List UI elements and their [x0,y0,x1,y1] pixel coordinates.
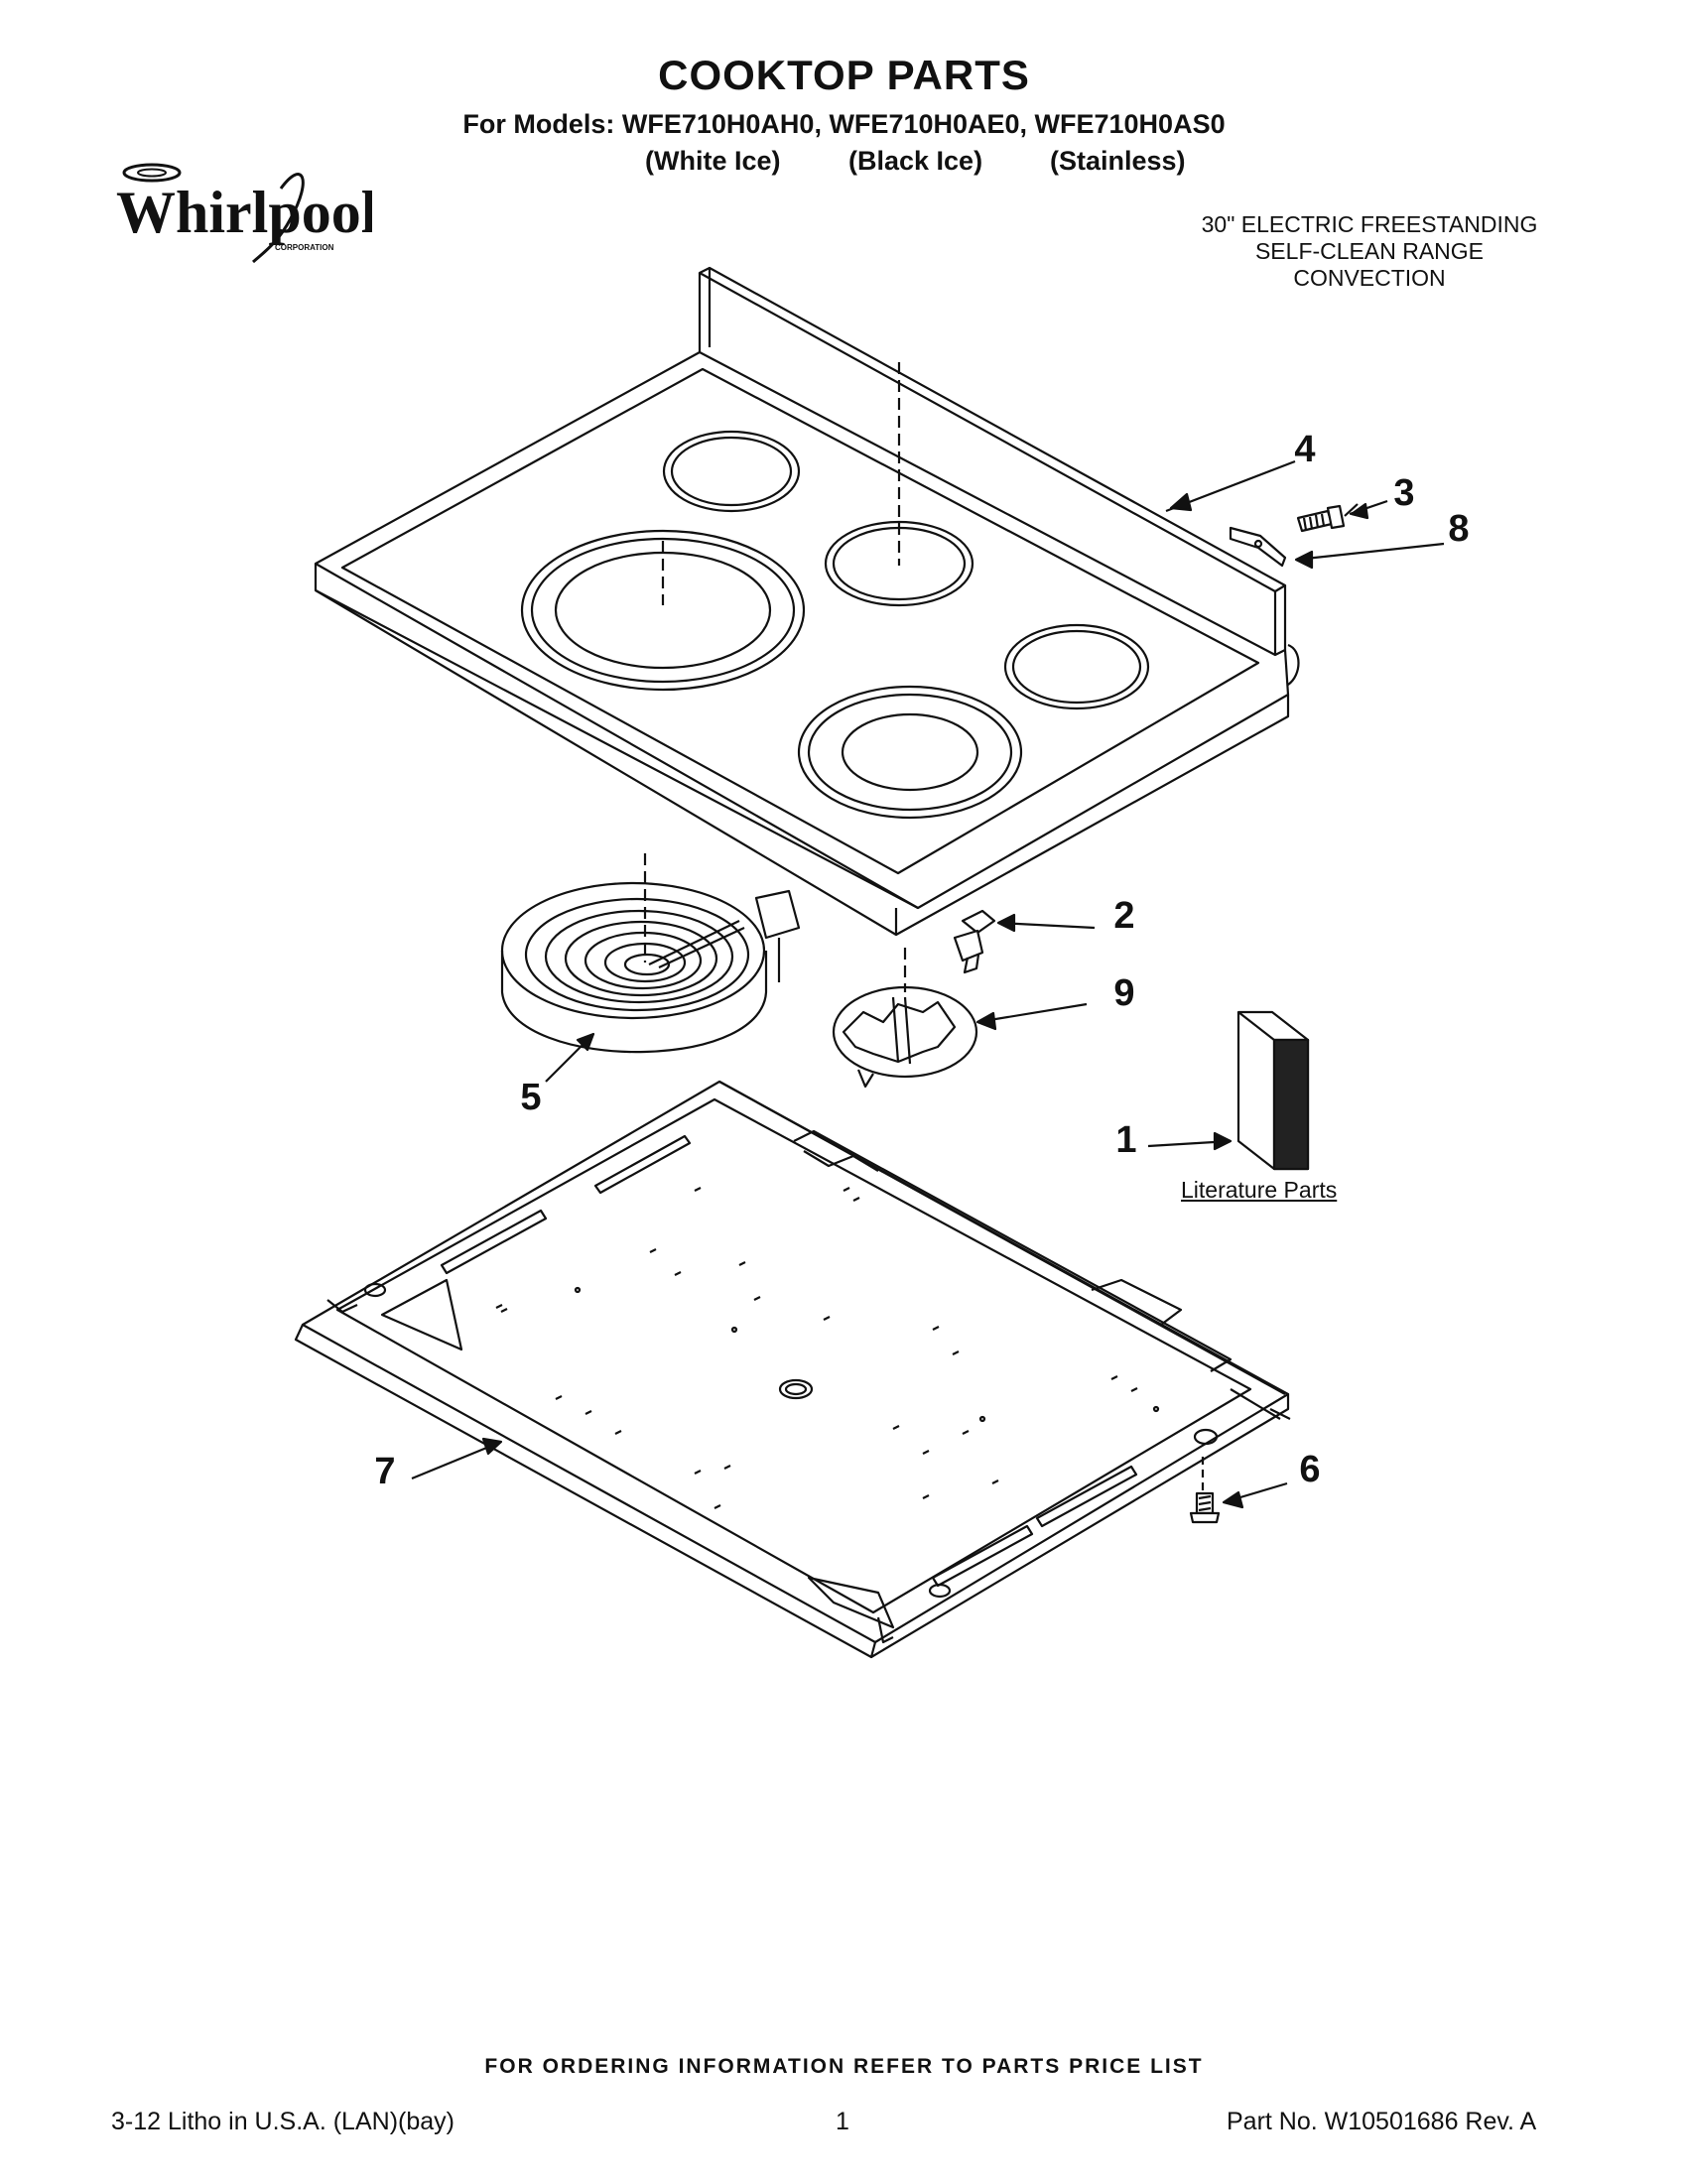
callout-2: 2 [1113,895,1135,937]
footer-part-number: Part No. W10501686 Rev. A [1227,2108,1537,2135]
callout-1: 1 [1115,1119,1137,1161]
literature-booklet-1 [1236,1010,1310,1171]
callout-9: 9 [1113,972,1135,1014]
callout-3: 3 [1393,472,1415,514]
literature-parts-label: Literature Parts [1181,1177,1338,1203]
cooktop-glass-top [314,266,1300,937]
svg-text:Whirlpool: Whirlpool [116,180,372,245]
callout-7: 7 [374,1451,396,1492]
whirlpool-logo: Whirlpool CORPORATION [114,159,372,268]
variant-white-ice: (White Ice) [645,146,781,176]
screw-6 [1189,1457,1221,1524]
footer-litho: 3-12 Litho in U.S.A. (LAN)(bay) [111,2108,454,2135]
callout-4: 4 [1294,429,1316,470]
callout-8: 8 [1448,508,1470,550]
product-line-3: CONVECTION [1293,265,1446,291]
callout-6: 6 [1299,1449,1321,1490]
svg-text:CORPORATION: CORPORATION [275,243,334,252]
callout-5: 5 [520,1077,542,1118]
cooktop-base-pan-7 [294,1080,1291,1659]
screw-3 [1296,504,1346,533]
bracket-8 [1229,526,1287,568]
switch-2 [953,909,996,974]
product-line-2: SELF-CLEAN RANGE [1254,238,1485,264]
models-line: For Models: WFE710H0AH0, WFE710H0AE0, WF… [462,109,1226,139]
product-line-1: 30" ELECTRIC FREESTANDING [1201,211,1538,237]
variant-black-ice: (Black Ice) [848,146,983,176]
surface-element-5 [500,853,801,1054]
insulation-9 [832,948,978,1089]
variant-stainless: (Stainless) [1050,146,1186,176]
callout-arrows [411,459,1445,1509]
footer-page-number: 1 [836,2108,849,2135]
page-title: COOKTOP PARTS [658,52,1030,98]
ordering-note: FOR ORDERING INFORMATION REFER TO PARTS … [484,2055,1204,2078]
